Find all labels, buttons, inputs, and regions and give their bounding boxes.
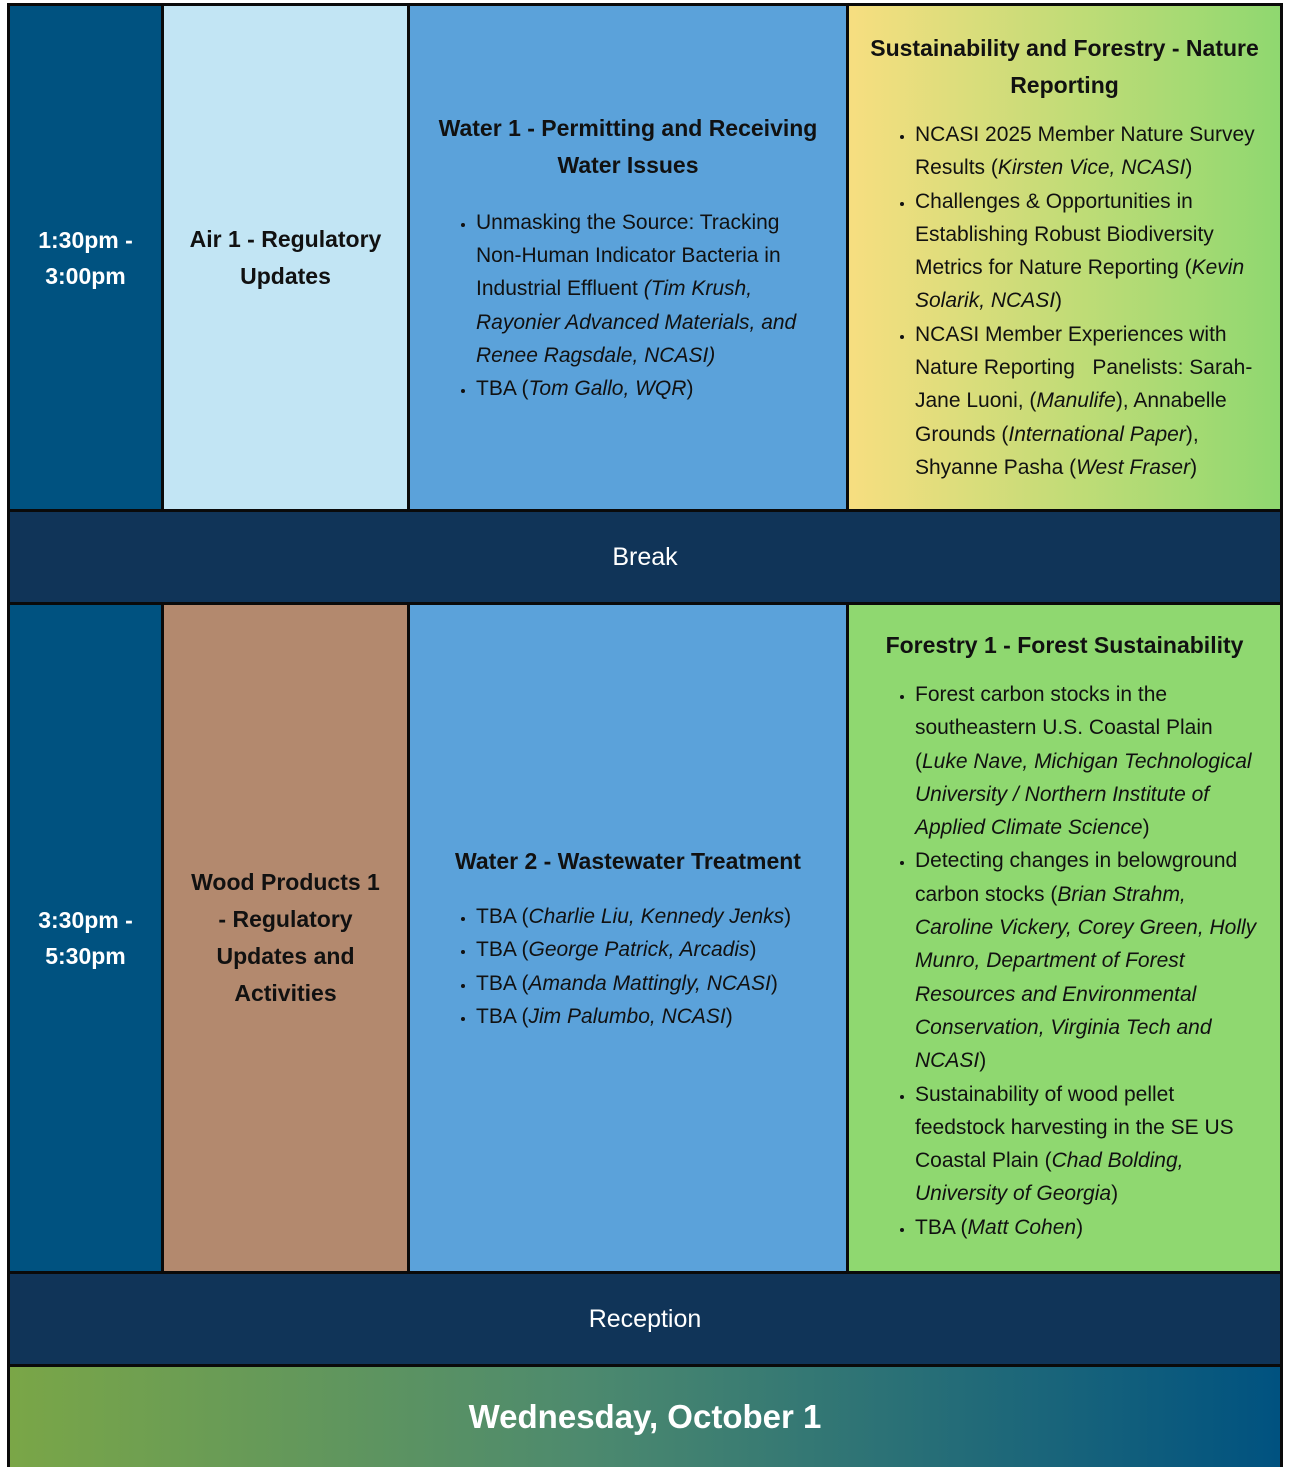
talk-item: Challenges & Opportunities in Establishi…	[915, 185, 1262, 318]
sustainability-session: Sustainability and Forestry - Nature Rep…	[846, 3, 1283, 512]
speaker: Jim Palumbo, NCASI	[528, 1004, 726, 1028]
time-slot-1: 1:30pm - 3:00pm	[7, 3, 164, 512]
speaker: Kirsten Vice, NCASI	[997, 156, 1186, 180]
time-label: 1:30pm - 3:00pm	[38, 226, 133, 289]
session-title: Water 1 - Permitting and Receiving Water…	[438, 114, 818, 178]
speaker: Charlie Liu, Kennedy Jenks	[528, 904, 785, 928]
speaker: Brian Strahm, Caroline Vickery, Corey Gr…	[915, 882, 1257, 1073]
talk-item: TBA (Tom Gallo, WQR)	[476, 372, 822, 405]
talk-item: Unmasking the Source: Tracking Non-Human…	[476, 206, 822, 372]
time-slot-2: 3:30pm - 5:30pm	[7, 602, 164, 1274]
speaker: Manulife	[1036, 389, 1116, 413]
break-bar: Break	[7, 509, 1283, 605]
speaker: International Paper	[1008, 422, 1186, 446]
break-label: Break	[612, 542, 678, 571]
talk-list: Unmasking the Source: Tracking Non-Human…	[452, 206, 822, 406]
session-title: Wood Products 1 - Regulatory Updates and…	[191, 869, 380, 1006]
session-title: Forestry 1 - Forest Sustainability	[885, 632, 1244, 658]
speaker: Amanda Mattingly, NCASI	[528, 971, 771, 995]
talk-list: TBA (Charlie Liu, Kennedy Jenks) TBA (Ge…	[452, 900, 826, 1033]
talk-item: NCASI Member Experiences with Nature Rep…	[915, 318, 1262, 484]
air-1-session: Air 1 - Regulatory Updates	[161, 3, 410, 512]
water-2-session: Water 2 - Wastewater Treatment TBA (Char…	[407, 602, 849, 1274]
talk-item: Forest carbon stocks in the southeastern…	[915, 678, 1264, 844]
talk-item: TBA (Charlie Liu, Kennedy Jenks)	[476, 900, 826, 933]
reception-label: Reception	[588, 1304, 702, 1333]
talk-list: Forest carbon stocks in the southeastern…	[891, 678, 1264, 1244]
time-label: 3:30pm - 5:30pm	[38, 907, 133, 969]
reception-bar: Reception	[7, 1271, 1283, 1367]
day-label: Wednesday, October 1	[468, 1398, 822, 1435]
session-title: Water 2 - Wastewater Treatment	[455, 847, 801, 874]
speaker: West Fraser	[1076, 455, 1191, 479]
speaker: (Tim Krush, Rayonier Advanced Materials,…	[476, 277, 797, 367]
talk-item: TBA (Matt Cohen)	[915, 1211, 1264, 1244]
speaker: George Patrick, Arcadis	[528, 938, 750, 962]
talk-item: TBA (Jim Palumbo, NCASI)	[476, 1000, 826, 1033]
session-title: Air 1 - Regulatory Updates	[189, 225, 382, 289]
speaker: Matt Cohen	[967, 1215, 1077, 1239]
water-1-session: Water 1 - Permitting and Receiving Water…	[407, 3, 849, 512]
day-header: Wednesday, October 1	[7, 1364, 1283, 1467]
talk-item: TBA (Amanda Mattingly, NCASI)	[476, 967, 826, 1000]
speaker: Tom Gallo, WQR	[528, 377, 687, 401]
speaker: Chad Bolding, University of Georgia	[915, 1149, 1184, 1206]
session-title: Sustainability and Forestry - Nature Rep…	[870, 35, 1259, 98]
forestry-1-session: Forestry 1 - Forest Sustainability Fores…	[846, 602, 1283, 1274]
talk-item: Detecting changes in belowground carbon …	[915, 844, 1264, 1077]
talk-item: NCASI 2025 Member Nature Survey Results …	[915, 118, 1262, 185]
talk-item: TBA (George Patrick, Arcadis)	[476, 933, 826, 966]
talk-list: NCASI 2025 Member Nature Survey Results …	[891, 118, 1262, 484]
talk-item: Sustainability of wood pellet feedstock …	[915, 1078, 1264, 1211]
speaker: Kevin Solarik, NCASI	[915, 256, 1245, 313]
wood-products-session: Wood Products 1 - Regulatory Updates and…	[161, 602, 410, 1274]
speaker: Luke Nave, Michigan Technological Univer…	[915, 749, 1252, 840]
